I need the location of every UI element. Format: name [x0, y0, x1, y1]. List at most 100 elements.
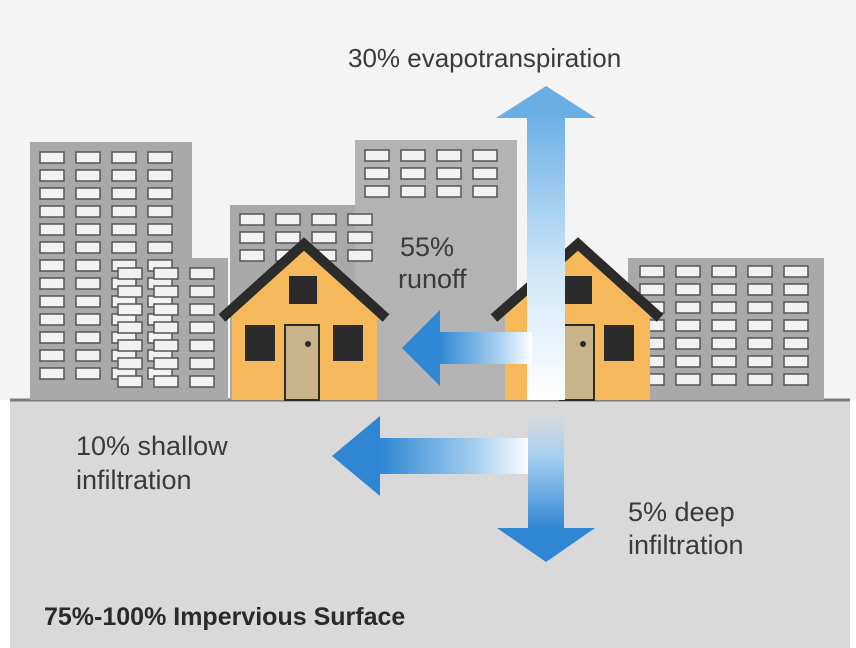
building-window [39, 331, 65, 344]
shallow-infiltration-label: infiltration [76, 465, 192, 495]
building-window [39, 205, 65, 218]
runoff-label: runoff [398, 264, 467, 294]
building-window [39, 151, 65, 164]
house-left-door-knob [305, 341, 311, 347]
building-window [675, 301, 701, 314]
house-left-roof [218, 237, 390, 322]
building-window [75, 277, 101, 290]
house-right-door [559, 324, 595, 401]
building-window [675, 373, 701, 386]
building-window [783, 337, 809, 350]
building-window [75, 331, 101, 344]
building-window [239, 231, 265, 244]
building-window [311, 213, 337, 226]
building-window [711, 337, 737, 350]
building-window [711, 373, 737, 386]
runoff-arrow [402, 310, 532, 386]
building-window [747, 319, 773, 332]
building-window [39, 187, 65, 200]
building-window [111, 169, 137, 182]
building-window [675, 319, 701, 332]
deep-infiltration-arrow [497, 415, 595, 562]
building-window [364, 149, 390, 162]
building-window [347, 249, 373, 262]
building-window [153, 339, 179, 352]
building-window [747, 283, 773, 296]
building-window [400, 185, 426, 198]
building-window [189, 321, 215, 334]
building-window [39, 295, 65, 308]
building-window [39, 313, 65, 326]
building-window [675, 265, 701, 278]
building-window [39, 223, 65, 236]
house-left-door [284, 324, 320, 401]
building-window [117, 285, 143, 298]
building-window [711, 301, 737, 314]
building-window [75, 313, 101, 326]
building-window [711, 265, 737, 278]
building-window [39, 367, 65, 380]
building-window [783, 283, 809, 296]
building-window [147, 205, 173, 218]
building-window [189, 285, 215, 298]
building-window [311, 231, 337, 244]
building-window [39, 241, 65, 254]
building-window [275, 213, 301, 226]
building-window [189, 357, 215, 370]
shallow-infiltration-arrow [332, 416, 530, 496]
building-window [189, 375, 215, 388]
building-window [400, 167, 426, 180]
house-left-window-right [333, 325, 363, 361]
building-window [117, 339, 143, 352]
building-window [147, 241, 173, 254]
building-window [747, 301, 773, 314]
building-window [400, 149, 426, 162]
building-window [117, 267, 143, 280]
building-window [153, 375, 179, 388]
building-window [783, 373, 809, 386]
building-window [783, 319, 809, 332]
building-window [747, 265, 773, 278]
house-right-roof [490, 237, 664, 322]
building-window [747, 355, 773, 368]
building-window [39, 349, 65, 362]
building-window [117, 321, 143, 334]
building-window [111, 151, 137, 164]
house-right-window-right [604, 325, 634, 361]
building-window [275, 231, 301, 244]
building-window [639, 265, 665, 278]
runoff-percent-label: 55% [400, 232, 454, 262]
building-window [117, 375, 143, 388]
building-window [675, 283, 701, 296]
building-window [75, 151, 101, 164]
deep-infiltration-label: infiltration [628, 530, 744, 560]
building-window [189, 267, 215, 280]
building-window [75, 367, 101, 380]
impervious-surface-caption: 75%-100% Impervious Surface [44, 603, 405, 631]
building-window [347, 231, 373, 244]
building-window [147, 151, 173, 164]
building-window [75, 223, 101, 236]
building-window [364, 185, 390, 198]
building-window [239, 249, 265, 262]
building-window [436, 185, 462, 198]
evapotranspiration-arrow [496, 86, 596, 400]
building-window [75, 241, 101, 254]
building-window [747, 337, 773, 350]
house-right-door-knob [580, 341, 586, 347]
building-window [75, 295, 101, 308]
building-window [472, 149, 498, 162]
house-left [218, 237, 390, 401]
building-window [147, 223, 173, 236]
building-window [153, 267, 179, 280]
building-window [147, 169, 173, 182]
house-left-window-top [289, 276, 317, 304]
building-window [675, 355, 701, 368]
building-window [39, 259, 65, 272]
building-window [39, 169, 65, 182]
building-window [189, 303, 215, 316]
building-window [747, 373, 773, 386]
building-window [783, 265, 809, 278]
building-window [39, 277, 65, 290]
